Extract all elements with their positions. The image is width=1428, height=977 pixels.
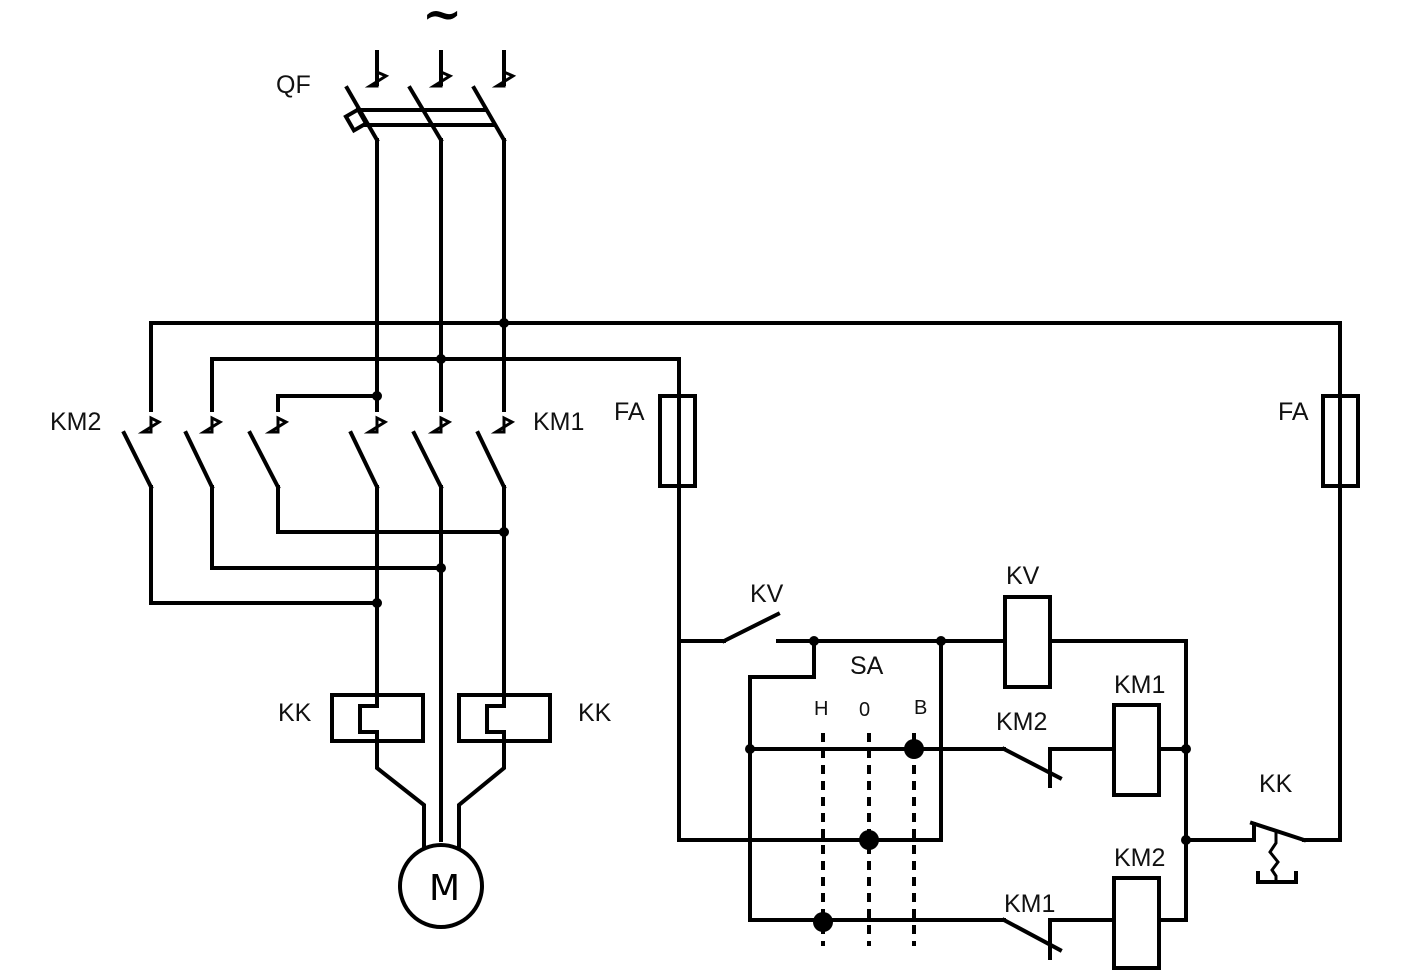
label-qf: QF bbox=[276, 71, 311, 99]
label-sa-pos-b: В bbox=[914, 697, 927, 719]
label-fa-right: FA bbox=[1278, 398, 1309, 426]
sa-contact-closed-0 bbox=[859, 830, 879, 850]
junction-dot bbox=[372, 391, 382, 401]
label-sa-pos-h: Н bbox=[814, 698, 828, 720]
km1-coil: KM1 bbox=[1112, 671, 1188, 797]
contactor-km2-main: KM2 bbox=[50, 408, 506, 605]
km2-coil: KM2 bbox=[1112, 844, 1165, 970]
kk-thermal-contact: KK bbox=[1184, 770, 1342, 884]
km2-interlock-contact: KM2 bbox=[996, 708, 1116, 788]
label-kv-contact: KV bbox=[750, 580, 784, 608]
fuse-right: FA bbox=[1278, 394, 1360, 842]
label-kv-coil: KV bbox=[1006, 562, 1040, 590]
thermal-relay-left: KK bbox=[278, 693, 425, 743]
junction-dot bbox=[1181, 744, 1191, 754]
junction-dot bbox=[499, 318, 509, 328]
motor: M bbox=[398, 843, 484, 929]
kv-coil: KV bbox=[1003, 562, 1188, 922]
sa-contact-closed-b bbox=[904, 739, 924, 759]
label-km2-coil: KM2 bbox=[1114, 844, 1165, 872]
ac-supply-symbol: ~ bbox=[422, 0, 462, 42]
junction-dot bbox=[372, 598, 382, 608]
breaker-qf: QF bbox=[276, 50, 517, 143]
kv-contact: KV bbox=[677, 580, 1006, 644]
fuse-left: FA bbox=[614, 394, 697, 642]
label-km2-interlock: KM2 bbox=[996, 708, 1047, 736]
breaker-trip-element bbox=[343, 106, 369, 134]
sa-contact-closed-h bbox=[813, 912, 833, 932]
bus-l2 bbox=[210, 357, 681, 398]
breaker-contact-mark bbox=[364, 69, 390, 88]
junction-dot bbox=[499, 527, 509, 537]
label-sa-pos-0: 0 bbox=[859, 699, 870, 721]
bus-l3 bbox=[149, 321, 1342, 398]
label-sa: SA bbox=[850, 652, 884, 680]
label-motor: M bbox=[429, 868, 460, 909]
junction-dot bbox=[436, 563, 446, 573]
breaker-contact-mark bbox=[428, 69, 454, 88]
label-km1-interlock: KM1 bbox=[1004, 890, 1055, 918]
label-kk-left: KK bbox=[278, 699, 312, 727]
label-km2-main: KM2 bbox=[50, 408, 101, 436]
label-kk-contact: KK bbox=[1259, 770, 1293, 798]
label-km1-coil: KM1 bbox=[1114, 671, 1165, 699]
contactor-km1-main: KM1 bbox=[348, 408, 584, 490]
junction-dot bbox=[745, 744, 755, 754]
junction-dot bbox=[1181, 835, 1191, 845]
label-km1-main: KM1 bbox=[533, 408, 584, 436]
label-kk-right: KK bbox=[578, 699, 612, 727]
label-fa-left: FA bbox=[614, 398, 645, 426]
thermal-relay-right: KK bbox=[457, 693, 612, 743]
breaker-contact-mark bbox=[491, 69, 517, 88]
junction-dot bbox=[436, 354, 446, 364]
km1-interlock-contact: KM1 bbox=[1001, 890, 1116, 960]
selector-switch-sa: SA Н 0 В bbox=[677, 638, 1006, 946]
